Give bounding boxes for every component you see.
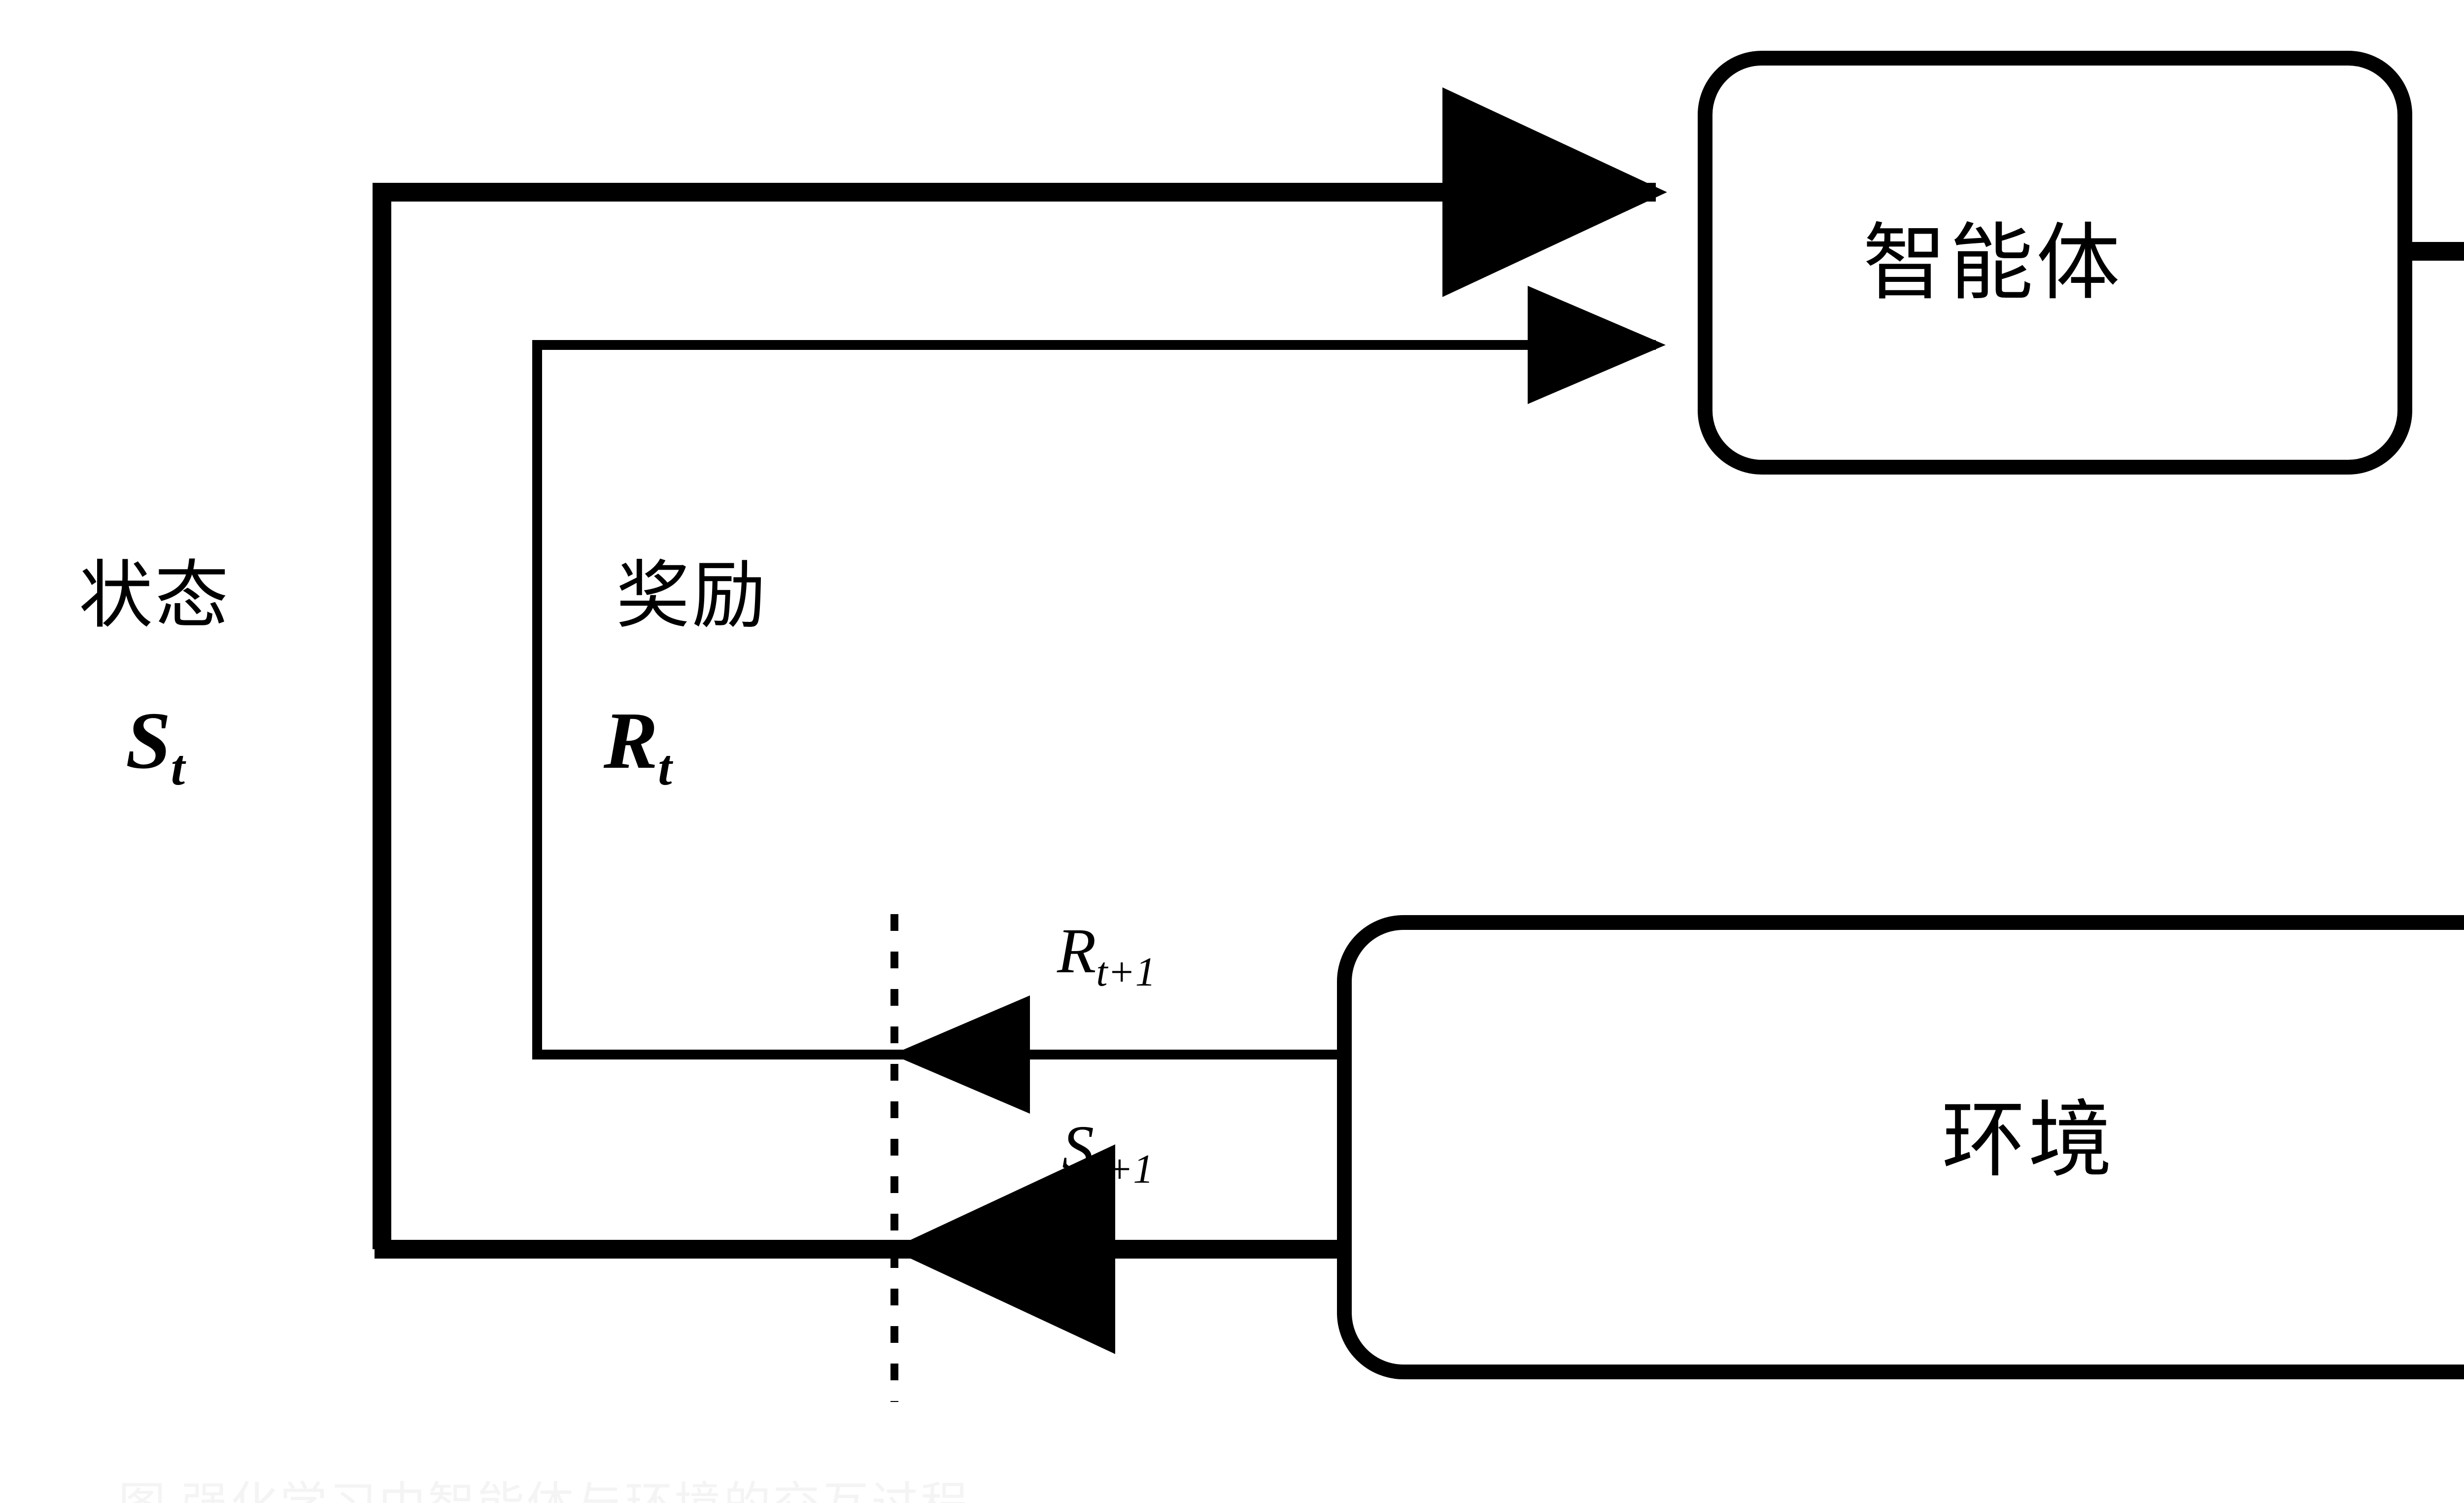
reward-next-subscript: t+1 — [1096, 949, 1156, 994]
state-feedback-path — [373, 87, 1667, 1249]
reward-symbol-subscript: t — [658, 740, 672, 796]
state-next-base: S — [1062, 1113, 1094, 1184]
state-symbol-subscript: t — [171, 740, 185, 796]
reward-symbol: Rt — [604, 700, 672, 793]
state-symbol-base: S — [126, 695, 171, 786]
state-label-cjk: 状态 — [79, 555, 231, 637]
reward-next-label: Rt+1 — [1057, 919, 1156, 992]
environment-box[interactable] — [1337, 915, 2464, 1379]
reward-symbol-base: R — [604, 695, 658, 786]
agent-box[interactable] — [1698, 51, 2412, 475]
environment-label: 环境 — [1942, 1094, 2116, 1187]
figure-caption: 图 强化学习中智能体与环境的交互过程 — [118, 1466, 970, 1503]
agent-label: 智能体 — [1863, 217, 2123, 310]
state-symbol: St — [126, 700, 185, 793]
state-next-subscript: t+1 — [1094, 1146, 1154, 1192]
reward-label-cjk: 奖励 — [616, 555, 768, 637]
reward-feedback-path — [532, 286, 1666, 1055]
reward-next-base: R — [1057, 916, 1096, 987]
state-next-label: St+1 — [1062, 1116, 1154, 1190]
